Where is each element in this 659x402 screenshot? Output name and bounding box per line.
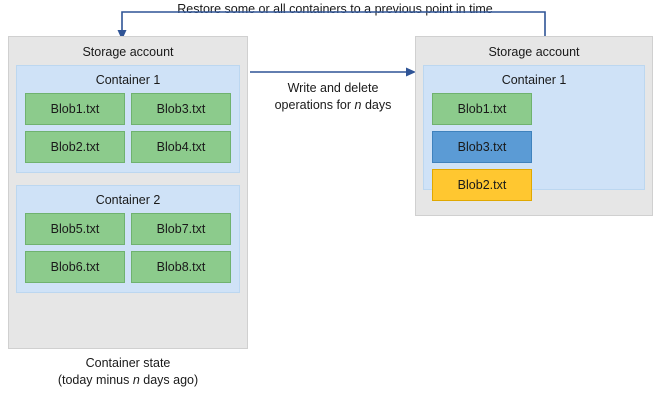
blob-item: Blob4.txt bbox=[131, 131, 231, 163]
write-delete-label-line2-pre: operations for bbox=[274, 98, 355, 112]
container-left-2-blobs: Blob5.txt Blob7.txt Blob6.txt Blob8.txt bbox=[17, 213, 239, 291]
container-left-1: Container 1 Blob1.txt Blob3.txt Blob2.tx… bbox=[16, 65, 240, 173]
blob-item: Blob2.txt bbox=[25, 131, 125, 163]
container-left-2: Container 2 Blob5.txt Blob7.txt Blob6.tx… bbox=[16, 185, 240, 293]
restore-arrow-label: Restore some or all containers to a prev… bbox=[177, 2, 493, 16]
write-delete-label-line1: Write and delete bbox=[287, 81, 379, 95]
storage-account-left: Storage account Container 1 Blob1.txt Bl… bbox=[8, 36, 248, 349]
blob-item: Blob3.txt bbox=[432, 131, 532, 163]
container-state-caption: Container state (today minus n days ago) bbox=[8, 355, 248, 389]
container-state-caption-line2-em: n bbox=[132, 373, 140, 387]
storage-account-left-title: Storage account bbox=[82, 45, 174, 59]
blob-item: Blob6.txt bbox=[25, 251, 125, 283]
container-right-1-blobs: Blob1.txt Blob3.txt Blob2.txt bbox=[424, 93, 644, 209]
write-delete-label-line2-post: days bbox=[361, 98, 392, 112]
blob-item: Blob1.txt bbox=[432, 93, 532, 125]
container-left-1-title: Container 1 bbox=[95, 73, 161, 87]
container-state-caption-line2-pre: (today minus bbox=[57, 373, 133, 387]
storage-account-right-title: Storage account bbox=[488, 45, 580, 59]
blob-item: Blob7.txt bbox=[131, 213, 231, 245]
blob-item: Blob3.txt bbox=[131, 93, 231, 125]
container-left-1-blobs: Blob1.txt Blob3.txt Blob2.txt Blob4.txt bbox=[17, 93, 239, 171]
blob-item: Blob5.txt bbox=[25, 213, 125, 245]
container-state-caption-line1: Container state bbox=[85, 356, 171, 370]
write-delete-label: Write and delete operations for n days bbox=[258, 80, 408, 114]
write-delete-label-line2-em: n bbox=[354, 98, 362, 112]
blob-item: Blob8.txt bbox=[131, 251, 231, 283]
container-right-1: Container 1 Blob1.txt Blob3.txt Blob2.tx… bbox=[423, 65, 645, 201]
storage-account-right: Storage account Container 1 Blob1.txt Bl… bbox=[415, 36, 653, 216]
container-state-caption-line2-post: days ago) bbox=[139, 373, 199, 387]
blob-item: Blob1.txt bbox=[25, 93, 125, 125]
container-left-2-title: Container 2 bbox=[95, 193, 161, 207]
blob-item: Blob2.txt bbox=[432, 169, 532, 201]
container-right-1-title: Container 1 bbox=[501, 73, 567, 87]
